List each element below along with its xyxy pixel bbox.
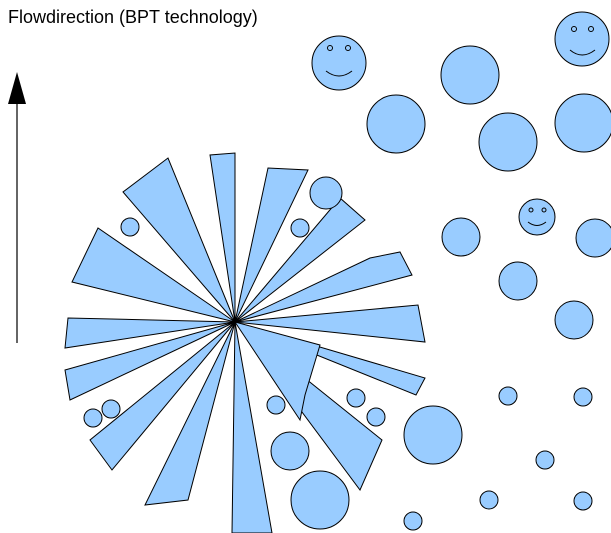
rotor-blade	[122, 157, 236, 323]
bubble	[554, 93, 611, 153]
smiley-mouth	[569, 49, 596, 56]
bubble	[498, 386, 518, 406]
diagram-title: Flowdirection (BPT technology)	[8, 7, 258, 27]
rotor-blade	[234, 197, 366, 323]
rotor-blade	[234, 251, 413, 323]
smiley-eye	[528, 207, 534, 213]
bubble	[290, 470, 350, 530]
bubble	[403, 511, 423, 531]
bubble	[366, 407, 386, 427]
smiley-face	[554, 11, 610, 67]
smiley-eye	[327, 45, 333, 51]
rotor-blade	[64, 317, 236, 349]
rotor-blade	[64, 321, 236, 401]
bubble	[478, 112, 538, 172]
bubble	[498, 261, 538, 301]
bubble	[554, 300, 594, 340]
smiley-bubble	[311, 35, 367, 91]
rotor-blade	[89, 321, 236, 471]
bubble	[366, 94, 426, 154]
smiley-face	[311, 35, 367, 91]
bubble	[403, 405, 463, 465]
bubble	[535, 450, 555, 470]
bubble	[440, 45, 500, 105]
smiley-bubble	[554, 11, 610, 67]
bubble	[573, 387, 593, 407]
rotor-blade	[231, 321, 273, 533]
bubble	[101, 399, 121, 419]
rotor-blade	[209, 152, 236, 323]
smiley-eye	[571, 26, 577, 32]
rotor-blade	[233, 321, 321, 422]
bubble	[266, 395, 286, 415]
bubble	[270, 431, 310, 471]
flow-arrow-head	[8, 72, 26, 104]
bubble	[479, 490, 499, 510]
smiley-eye	[588, 26, 594, 32]
bubble	[575, 218, 611, 258]
rotor-blade	[234, 167, 309, 323]
smiley-face	[518, 198, 556, 236]
rising-bubbles	[366, 45, 611, 531]
bubble	[441, 217, 481, 257]
rotor-blade	[71, 227, 236, 323]
rotor-blade	[234, 304, 426, 343]
bubble	[573, 491, 593, 511]
smiley-mouth	[325, 70, 353, 77]
rotor-blade	[144, 321, 236, 506]
smiley-eye	[541, 207, 547, 213]
rotor-bubbles	[83, 176, 463, 530]
smiley-eye	[345, 45, 351, 51]
rotor	[64, 152, 426, 533]
flow-arrow	[8, 72, 26, 343]
smiley-mouth	[527, 221, 547, 226]
bubble	[290, 218, 310, 238]
bubble	[120, 217, 140, 237]
bubble	[346, 388, 366, 408]
bubble	[309, 176, 343, 210]
bubble	[83, 408, 103, 428]
smiley-bubble	[518, 198, 556, 236]
